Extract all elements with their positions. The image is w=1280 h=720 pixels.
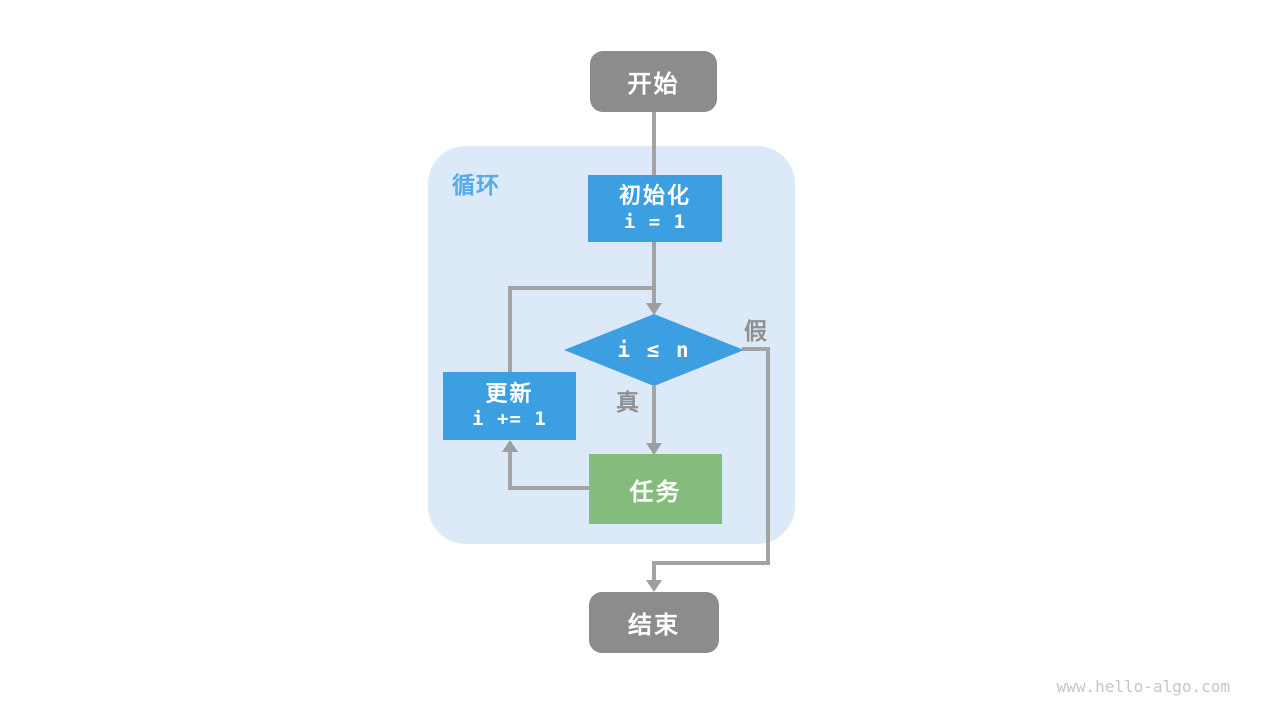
- edge-false-branch-down: [766, 347, 770, 565]
- node-task: 任务: [589, 454, 722, 524]
- edge-condition-to-task: [652, 386, 656, 444]
- branch-label-true: 真: [616, 389, 639, 415]
- node-init: 初始化 i = 1: [588, 175, 722, 242]
- node-condition-label: i ≤ n: [617, 338, 691, 362]
- edge-loopback-top: [508, 286, 656, 290]
- edge-start-to-init: [652, 112, 656, 176]
- edge-task-to-update-vertical: [508, 451, 512, 490]
- node-init-label: 初始化: [618, 183, 691, 209]
- node-init-code: i = 1: [623, 210, 687, 233]
- arrowhead-into-end-icon: [646, 580, 662, 592]
- node-end: 结束: [589, 592, 719, 653]
- node-update: 更新 i += 1: [443, 372, 576, 440]
- arrowhead-into-update-icon: [502, 440, 518, 452]
- node-end-label: 结束: [628, 612, 680, 639]
- node-start: 开始: [590, 51, 717, 112]
- loop-region-label: 循环: [452, 172, 500, 198]
- edge-loopback-to-update: [508, 286, 512, 374]
- edge-init-to-condition: [652, 242, 656, 304]
- watermark-text: www.hello-algo.com: [1056, 677, 1230, 696]
- node-update-label: 更新: [485, 380, 534, 406]
- edge-false-branch-left: [652, 561, 770, 565]
- node-task-label: 任务: [629, 478, 682, 506]
- arrowhead-into-task-icon: [646, 443, 662, 455]
- edge-false-branch-out: [742, 347, 770, 351]
- node-start-label: 开始: [627, 71, 680, 98]
- node-update-code: i += 1: [472, 408, 547, 431]
- edge-task-to-update-horizontal: [508, 486, 591, 490]
- edge-into-end: [652, 561, 656, 582]
- arrowhead-into-condition-icon: [646, 303, 662, 315]
- branch-label-false: 假: [744, 318, 767, 344]
